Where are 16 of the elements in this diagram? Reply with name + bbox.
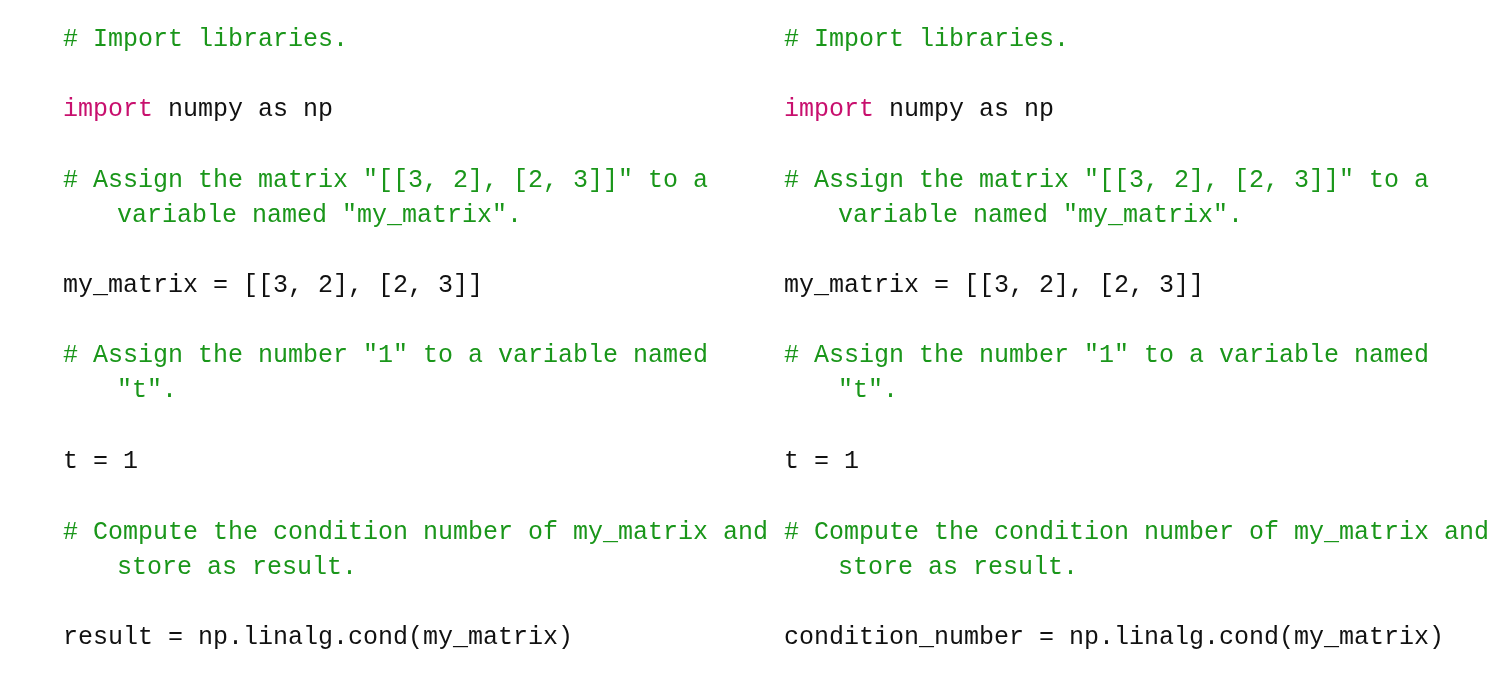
code-comment: # Compute the condition number of my_matrix and store as result. — [784, 517, 1491, 584]
code-line: import numpy as np — [784, 94, 1055, 126]
code-line: import numpy as np — [63, 94, 334, 126]
code-line: condition_number = np.linalg.cond(my_matrix) — [784, 622, 1445, 654]
code-comment: # Import libraries. — [63, 24, 350, 56]
code-line: result = np.linalg.cond(my_matrix) — [63, 622, 574, 654]
code-comment: # Compute the condition number of my_matrix and store as result. — [63, 517, 770, 584]
code-comment: # Import libraries. — [784, 24, 1071, 56]
code-line: my_matrix = [[3, 2], [2, 3]] — [784, 270, 1205, 302]
code-comment: # Assign the matrix "[[3, 2], [2, 3]]" to a variable named "my_matrix". — [784, 165, 1431, 232]
code-comment: # Assign the number "1" to a variable named "t". — [63, 340, 710, 407]
code-comment: # Assign the matrix "[[3, 2], [2, 3]]" to a variable named "my_matrix". — [63, 165, 710, 232]
code-line: t = 1 — [784, 446, 859, 478]
code-line: my_matrix = [[3, 2], [2, 3]] — [63, 270, 484, 302]
code-comment: # Assign the number "1" to a variable named "t". — [784, 340, 1431, 407]
code-line: t = 1 — [63, 446, 138, 478]
